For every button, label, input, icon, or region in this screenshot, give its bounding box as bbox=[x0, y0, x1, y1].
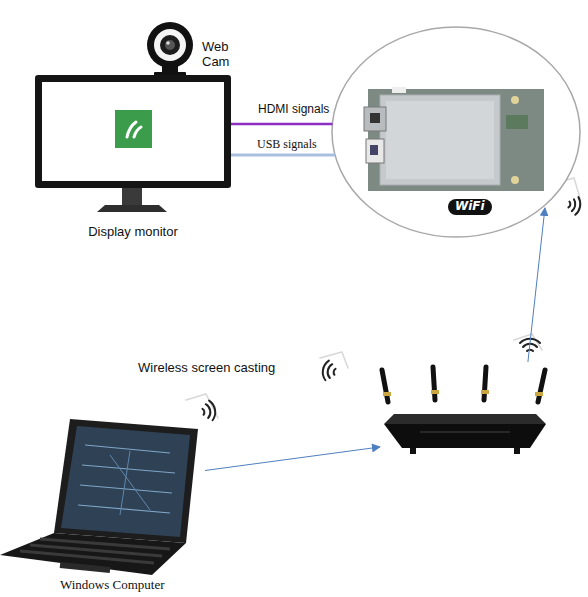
wifi-signal-icon bbox=[186, 394, 218, 422]
device-illustration bbox=[35, 75, 231, 241]
note-label: Wireless screen casting bbox=[138, 361, 275, 376]
device-illustration bbox=[0, 415, 205, 597]
device-label: Web Cam bbox=[202, 40, 238, 70]
wifi-logo: WiFi bbox=[448, 199, 492, 215]
flow-arrow bbox=[528, 208, 545, 362]
device-label: Display monitor bbox=[35, 225, 231, 240]
wifi-signal-icon bbox=[320, 352, 348, 382]
signal-label: USB signals bbox=[257, 138, 317, 152]
signal-line bbox=[231, 154, 335, 157]
laptop-node: Windows Computer bbox=[0, 415, 205, 597]
signal-label: HDMI signals bbox=[258, 103, 329, 117]
monitor-node: Display monitor bbox=[35, 75, 231, 241]
router-node bbox=[380, 362, 550, 460]
device-illustration bbox=[380, 362, 550, 460]
webcam-node: Web Cam bbox=[140, 16, 240, 76]
device-label: Windows Computer bbox=[60, 578, 205, 593]
flow-arrow bbox=[205, 447, 380, 471]
module-node: WiFi bbox=[330, 25, 582, 240]
signal-line bbox=[231, 123, 333, 126]
wifi-signal-icon bbox=[514, 334, 542, 351]
